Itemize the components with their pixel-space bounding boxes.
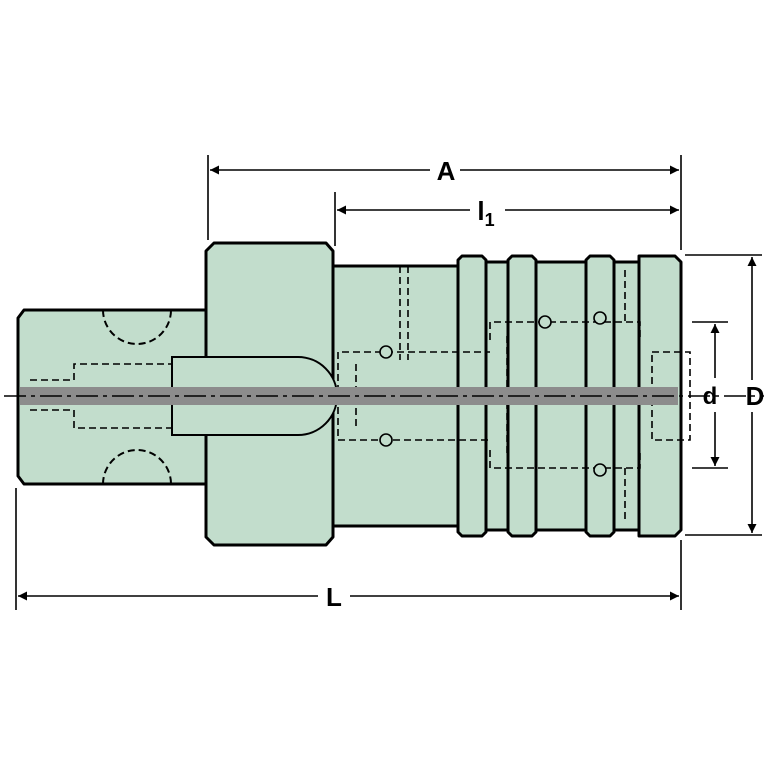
- label-l1: l1: [477, 196, 494, 230]
- label-l1-subscript: 1: [485, 210, 495, 230]
- label-l1-main: l: [477, 196, 484, 226]
- shank-flats: [102, 309, 172, 485]
- dimension-arrows: [18, 165, 757, 601]
- label-D: D: [746, 381, 765, 411]
- label-L: L: [326, 582, 342, 612]
- label-A: A: [437, 156, 456, 186]
- dimension-lines: [15, 155, 762, 610]
- label-d: d: [703, 383, 718, 410]
- small-holes: [379, 311, 607, 477]
